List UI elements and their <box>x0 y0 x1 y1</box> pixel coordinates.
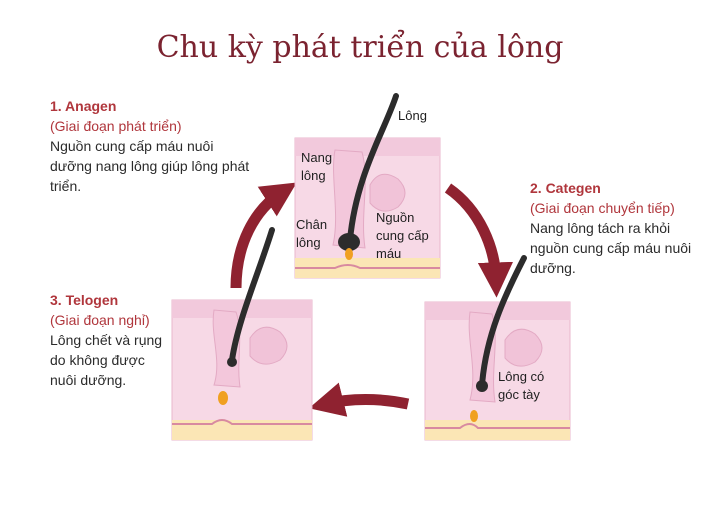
stage-name: 3. Telogen <box>50 292 119 308</box>
hair-shaft <box>347 93 399 243</box>
stage-subtitle: (Giai đoạn phát triển) <box>50 118 182 134</box>
stage-description: Nguồn cung cấp máu nuôi dưỡng nang lông … <box>50 138 250 194</box>
stage-name: 1. Anagen <box>50 98 117 114</box>
club-hair-end <box>227 357 237 367</box>
stage-description: Nang lông tách ra khỏi nguồn cung cấp má… <box>530 220 692 276</box>
dermal-papilla <box>470 410 478 422</box>
dermal-papilla <box>218 391 228 405</box>
label-club-hair: Lông có <box>498 369 544 384</box>
stage-subtitle: (Giai đoạn chuyển tiếp) <box>530 200 675 216</box>
label-blood-supply: cung cấp <box>376 228 429 243</box>
arrow-telogen-to-anagen <box>230 182 297 289</box>
stage-categen: 2. Categen (Giai đoạn chuyển tiếp) Nang … <box>530 178 710 278</box>
anagen-skin-panel <box>294 93 441 279</box>
categen-skin-panel <box>424 255 571 441</box>
label-hair: Lông <box>398 108 427 123</box>
hair-shaft <box>479 255 527 388</box>
dermal-papilla <box>345 248 353 260</box>
arrow-anagen-to-categen <box>444 183 514 298</box>
label-follicle: lông <box>301 168 326 183</box>
stage-telogen: 3. Telogen (Giai đoạn nghỉ) Lông chết và… <box>50 290 170 390</box>
stage-anagen: 1. Anagen (Giai đoạn phát triển) Nguồn c… <box>50 96 250 196</box>
label-root: Chân <box>296 217 327 232</box>
hair-bulb <box>338 233 360 251</box>
label-blood-supply: máu <box>376 246 401 261</box>
label-root: lông <box>296 235 321 250</box>
hair-shaft <box>229 227 275 363</box>
club-hair-end <box>476 380 488 392</box>
stage-name: 2. Categen <box>530 180 601 196</box>
label-follicle: Nang <box>301 150 332 165</box>
stage-subtitle: (Giai đoạn nghỉ) <box>50 312 150 328</box>
stage-description: Lông chết và rụng do không được nuôi dưỡ… <box>50 332 163 388</box>
label-blood-supply: Nguồn <box>376 210 414 225</box>
label-club-hair: góc tày <box>498 387 540 402</box>
diagram-title: Chu kỳ phát triển của lông <box>156 30 564 65</box>
telogen-skin-panel <box>171 227 313 441</box>
arrow-categen-to-telogen <box>308 382 410 417</box>
